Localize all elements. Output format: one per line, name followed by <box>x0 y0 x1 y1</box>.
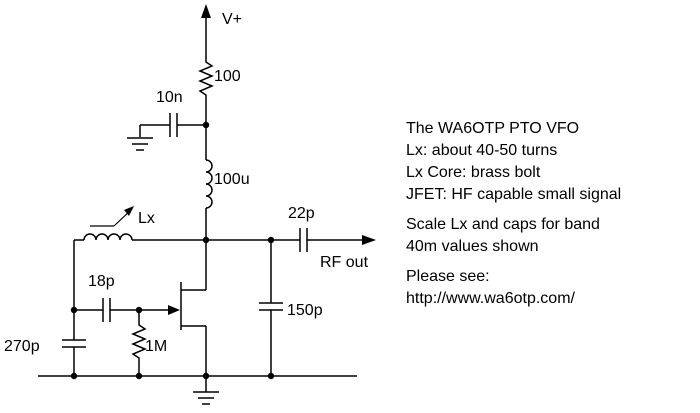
bypass-capacitor-label: 10n <box>156 89 183 106</box>
note-line: 40m values shown <box>406 238 539 255</box>
output-capacitor-label: 22p <box>288 205 315 222</box>
supply-resistor <box>198 55 214 125</box>
ground-symbol-main <box>193 376 219 405</box>
gate-resistor <box>131 310 147 376</box>
note-line: Lx: about 40-50 turns <box>406 142 558 159</box>
gate-capacitor-label: 18p <box>88 273 115 290</box>
notes-group-reference: Please see: http://www.wa6otp.com/ <box>406 266 696 310</box>
junction-dot <box>135 372 143 380</box>
ground-symbol-bypass <box>127 137 153 151</box>
tank-capacitor <box>62 310 86 376</box>
junction-dot <box>70 372 78 380</box>
rf-choke <box>205 125 213 240</box>
rf-choke-label: 100u <box>214 171 250 188</box>
output-capacitor <box>299 228 376 252</box>
tank-capacitor-label: 270p <box>4 338 40 355</box>
note-line: JFET: HF capable small signal <box>406 186 622 203</box>
bypass-capacitor <box>139 113 206 137</box>
gate-resistor-label: 1M <box>145 338 167 355</box>
rf-out-label: RF out <box>320 254 369 271</box>
note-line: The WA6OTP PTO VFO <box>406 120 580 137</box>
supply-resistor-label: 100 <box>214 68 241 85</box>
reference-url[interactable]: http://www.wa6otp.com/ <box>406 290 575 307</box>
note-line: Scale Lx and caps for band <box>406 216 600 233</box>
source-capacitor <box>259 240 283 376</box>
gate-capacitor <box>74 298 158 322</box>
jfet-transistor <box>158 240 207 376</box>
source-capacitor-label: 150p <box>287 302 323 319</box>
tank-inductor <box>73 206 206 310</box>
junction-dot <box>267 372 275 380</box>
supply-arrow <box>201 4 211 55</box>
supply-label: V+ <box>222 11 242 28</box>
note-line: Please see: <box>406 268 490 285</box>
notes-group-specs: The WA6OTP PTO VFO Lx: about 40-50 turns… <box>406 118 696 206</box>
notes-panel: The WA6OTP PTO VFO Lx: about 40-50 turns… <box>406 118 696 318</box>
note-line: Lx Core: brass bolt <box>406 164 541 181</box>
tank-inductor-label: Lx <box>138 210 155 227</box>
notes-group-scale: Scale Lx and caps for band 40m values sh… <box>406 214 696 258</box>
